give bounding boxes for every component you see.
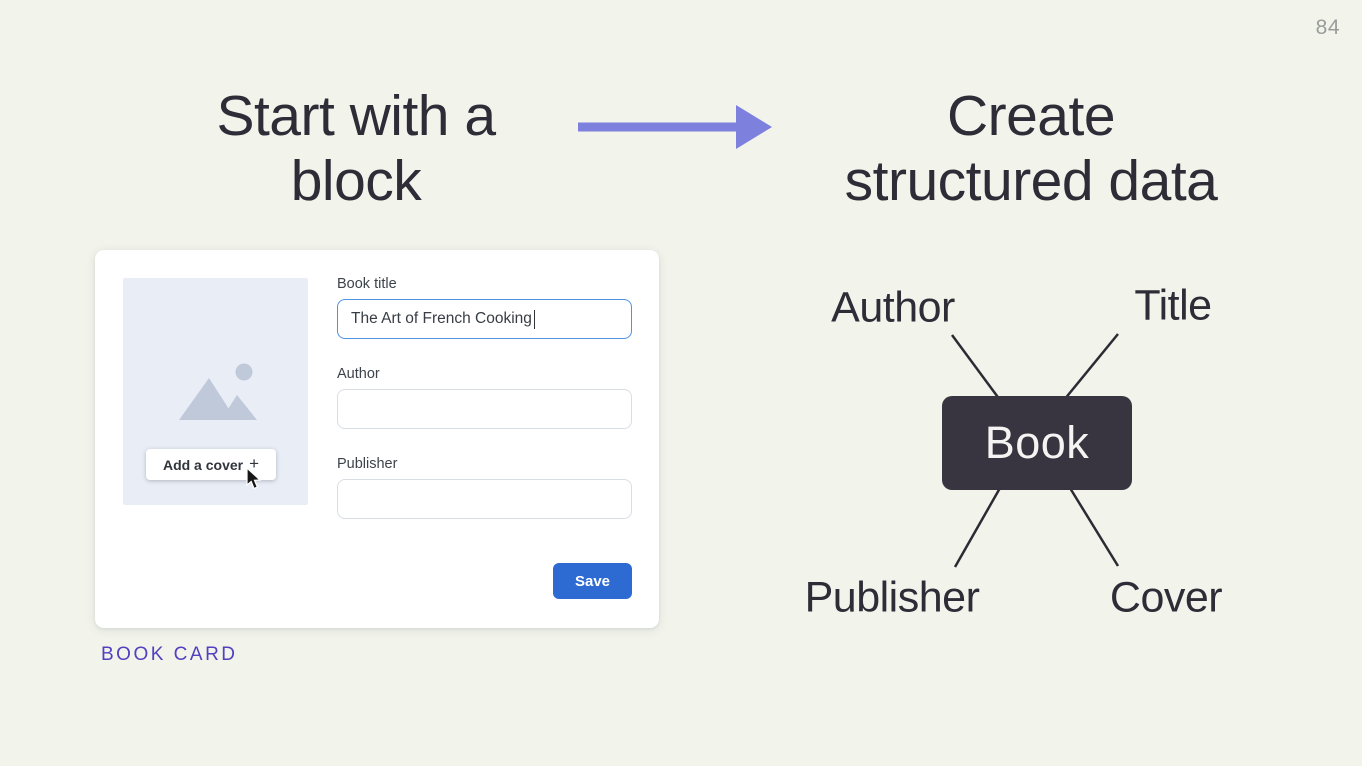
author-input[interactable]	[337, 389, 632, 429]
left-heading-line1: Start with a	[216, 84, 496, 148]
right-heading-line1: Create	[946, 84, 1116, 148]
publisher-input[interactable]	[337, 479, 632, 519]
right-arrow-icon	[578, 105, 772, 149]
publisher-label: Publisher	[337, 456, 398, 472]
book-title-label: Book title	[337, 276, 397, 292]
book-title-value: The Art of French Cooking	[351, 310, 532, 327]
mouse-cursor-icon	[246, 468, 262, 490]
add-cover-button[interactable]: Add a cover +	[146, 449, 276, 480]
form-column: Book title The Art of French Cooking Aut…	[337, 276, 632, 519]
diagram-connector-lines	[950, 333, 1120, 568]
save-button[interactable]: Save	[553, 563, 632, 599]
book-card-caption: BOOK CARD	[101, 644, 238, 665]
image-placeholder-icon	[179, 363, 257, 420]
book-title-input[interactable]: The Art of French Cooking	[337, 299, 632, 339]
diagram-label-cover: Cover	[1109, 573, 1223, 622]
right-heading-line2: structured data	[844, 149, 1218, 213]
book-card: Add a cover + Book title The Art of Frenc…	[95, 250, 659, 628]
left-heading: Start with a block	[96, 84, 616, 214]
add-cover-label: Add a cover	[162, 456, 244, 473]
author-label: Author	[337, 366, 380, 382]
diagram-node-book: Book	[942, 396, 1132, 490]
left-heading-line2: block	[290, 149, 422, 213]
right-heading: Create structured data	[781, 84, 1281, 214]
cover-placeholder[interactable]: Add a cover +	[123, 278, 308, 505]
page-number: 84	[1315, 16, 1340, 39]
diagram-label-author: Author	[831, 283, 955, 332]
text-caret	[533, 309, 536, 329]
diagram-label-title: Title	[1134, 281, 1212, 330]
plus-icon: +	[249, 454, 260, 473]
diagram-label-publisher: Publisher	[804, 573, 980, 622]
